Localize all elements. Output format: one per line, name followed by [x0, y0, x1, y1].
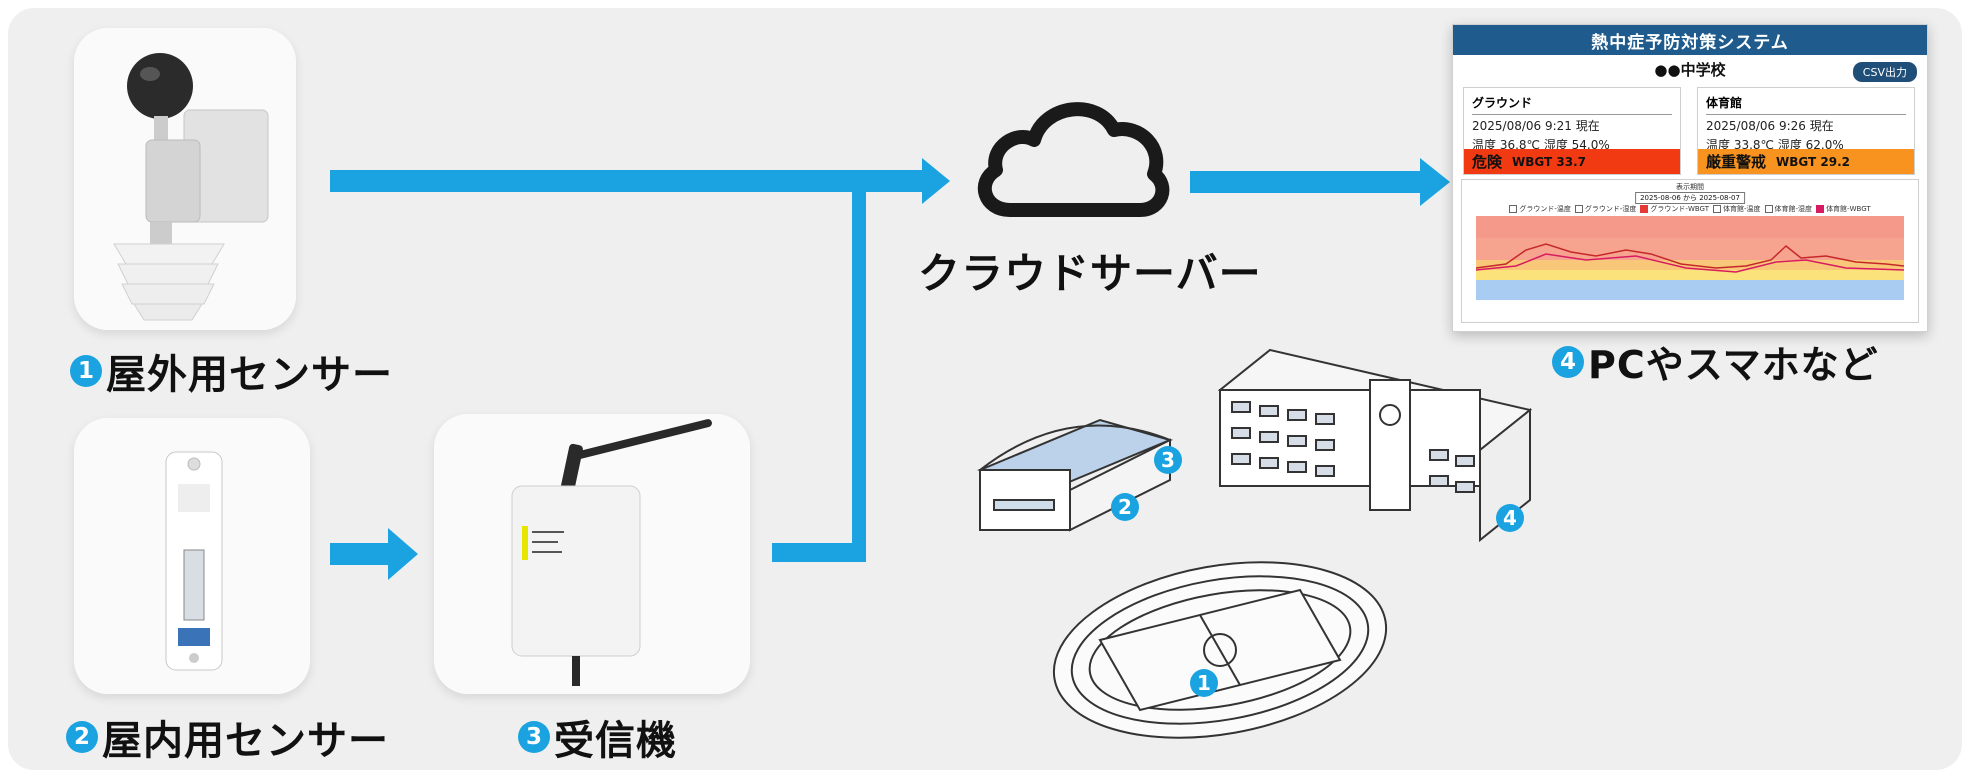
- location-card-ground: グラウンド 2025/08/06 9:21 現在 温度 36.8℃ 湿度 54.…: [1463, 87, 1681, 175]
- history-chart-panel: 表示期間 2025-08-06 から 2025-08-07 グラウンド-温度 グ…: [1461, 179, 1919, 323]
- status-level: 危険: [1472, 153, 1503, 171]
- legend-item[interactable]: 体育館-WBGT: [1816, 204, 1871, 214]
- arrow-cloud-to-pc: [1190, 171, 1428, 193]
- legend-checkbox[interactable]: [1574, 205, 1583, 213]
- legend-item[interactable]: 体育館-湿度: [1764, 204, 1812, 214]
- cloud-icon: [977, 102, 1170, 217]
- period-title: 表示期間: [1676, 183, 1704, 191]
- receiver-text: 受信機: [554, 718, 677, 764]
- arrowhead-to-receiver: [388, 528, 418, 580]
- history-chart: [1476, 216, 1904, 314]
- status-wbgt: WBGT 29.2: [1776, 154, 1851, 169]
- location-name: グラウンド: [1472, 94, 1672, 115]
- legend-checkbox[interactable]: [1816, 205, 1825, 213]
- indoor-sensor-icon: [74, 418, 310, 694]
- arrow-receiver-riser: [852, 170, 866, 562]
- location-time: 2025/08/06 9:21 現在: [1472, 119, 1600, 133]
- status-level: 厳重警戒: [1706, 153, 1767, 171]
- legend-checkbox[interactable]: [1713, 205, 1721, 213]
- arrow-indoor-to-receiver: [330, 543, 390, 565]
- location-status: 厳重警戒 WBGT 29.2: [1698, 149, 1914, 174]
- outdoor-sensor-icon: [74, 28, 296, 330]
- legend-item[interactable]: グラウンド-温度: [1509, 204, 1571, 214]
- legend-item[interactable]: グラウンド-湿度: [1574, 204, 1636, 214]
- badge-3-map: 3: [1154, 446, 1182, 474]
- school-illustration: [976, 348, 1533, 739]
- location-status: 危険 WBGT 33.7: [1464, 149, 1680, 174]
- receiver-icon: [434, 414, 750, 694]
- school-name: ●●中学校: [1654, 61, 1726, 79]
- badge-3: 3: [518, 721, 550, 753]
- legend-item[interactable]: 体育館-温度: [1713, 204, 1761, 214]
- cloud-server-label: クラウドサーバー: [918, 249, 1262, 298]
- badge-4-map: 4: [1496, 504, 1524, 532]
- receiver-card: [434, 414, 750, 694]
- dashboard-screenshot: 熱中症予防対策システム ●●中学校 CSV出力 グラウンド 2025/08/06…: [1452, 24, 1928, 332]
- indoor-sensor-card: [74, 418, 310, 694]
- arrowhead-to-pc: [1420, 158, 1450, 206]
- badge-2: 2: [66, 721, 98, 753]
- status-wbgt: WBGT 33.7: [1512, 154, 1587, 169]
- outdoor-sensor-card: [74, 28, 296, 330]
- badge-4: 4: [1552, 345, 1584, 378]
- csv-export-button[interactable]: CSV出力: [1852, 62, 1917, 82]
- location-card-gym: 体育館 2025/08/06 9:26 現在 温度 33.8℃ 湿度 62.0%…: [1697, 87, 1915, 175]
- badge-1-map: 1: [1190, 669, 1218, 697]
- badge-2-map: 2: [1111, 493, 1139, 521]
- arrowhead-to-cloud: [922, 158, 950, 204]
- arrow-outdoor-to-cloud: [330, 170, 922, 192]
- location-readings: 温度 36.8℃ 湿度 54.0%: [1472, 138, 1610, 152]
- pc-text: PCやスマホなど: [1588, 343, 1879, 387]
- location-time: 2025/08/06 9:26 現在: [1706, 119, 1834, 133]
- badge-1: 1: [70, 355, 102, 387]
- period-range[interactable]: 2025-08-06 から 2025-08-07: [1635, 192, 1745, 204]
- legend-checkbox[interactable]: [1764, 205, 1773, 213]
- arrow-receiver-out: [772, 543, 866, 562]
- indoor-sensor-text: 屋内用センサー: [102, 718, 389, 764]
- dashboard-title: 熱中症予防対策システム: [1453, 25, 1927, 55]
- chart-legend: グラウンド-温度 グラウンド-湿度 グラウンド-WBGT 体育館-温度 体育館-…: [1462, 204, 1918, 214]
- outdoor-sensor-text: 屋外用センサー: [106, 352, 393, 398]
- legend-item[interactable]: グラウンド-WBGT: [1640, 204, 1709, 214]
- legend-checkbox[interactable]: [1509, 205, 1518, 213]
- legend-checkbox[interactable]: [1640, 205, 1649, 213]
- location-readings: 温度 33.8℃ 湿度 62.0%: [1706, 138, 1844, 152]
- location-name: 体育館: [1706, 94, 1906, 115]
